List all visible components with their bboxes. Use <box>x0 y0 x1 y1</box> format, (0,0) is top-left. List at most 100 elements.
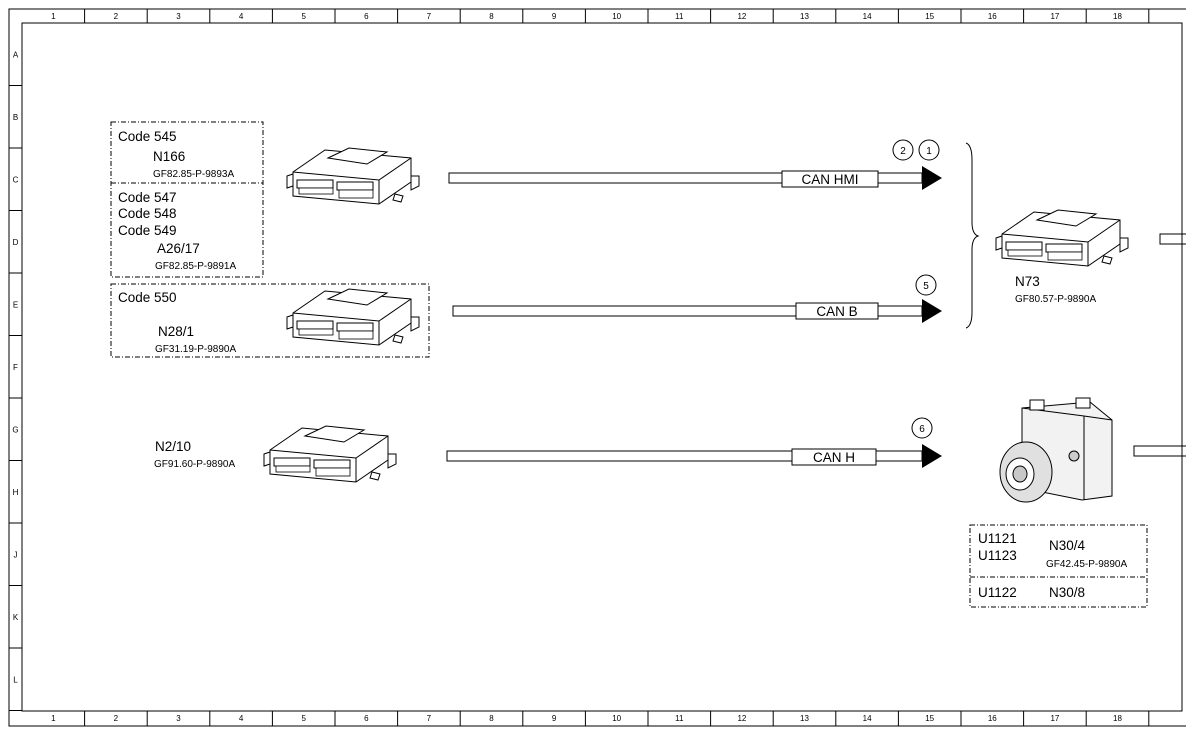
can-b-label: CAN B <box>816 304 857 319</box>
grouping-brace <box>965 142 980 329</box>
n73-ref: GF80.57-P-9890A <box>1015 294 1096 305</box>
column-label: 1 <box>51 714 56 723</box>
n28-ref: GF31.19-P-9890A <box>155 344 236 355</box>
column-label: 13 <box>800 12 809 21</box>
column-label: 15 <box>925 12 934 21</box>
column-ruler: 1122334455667788991010111112121313141415… <box>51 9 1150 726</box>
bus-can-h: CAN H 6 <box>446 417 942 468</box>
column-label: 8 <box>489 714 494 723</box>
column-label: 11 <box>675 714 684 723</box>
row-label: D <box>13 238 19 247</box>
column-label: 12 <box>737 714 746 723</box>
marker-number: 1 <box>926 146 932 157</box>
a26-name: A26/17 <box>157 241 200 256</box>
marker-circle <box>911 417 933 439</box>
n30-code-1: U1121 <box>978 531 1017 546</box>
column-label: 7 <box>427 714 432 723</box>
column-label: 3 <box>176 714 181 723</box>
can-h-label-box <box>791 448 877 466</box>
n30-4-name: N30/4 <box>1049 538 1086 553</box>
column-label: 1 <box>51 12 56 21</box>
can-h-label: CAN H <box>813 450 855 465</box>
column-label: 17 <box>1050 714 1059 723</box>
row-label: F <box>13 363 18 372</box>
ecu-n73-icon <box>995 209 1129 267</box>
bus-can-b: CAN B 5 <box>452 274 942 323</box>
can-hmi-label: CAN HMI <box>802 172 859 187</box>
group-box-n166-a26 <box>110 121 264 278</box>
n2-10-name: N2/10 <box>155 439 191 454</box>
row-label: J <box>14 550 18 559</box>
n30-8-name: N30/8 <box>1049 585 1085 600</box>
can-b-label-box <box>795 302 879 320</box>
a26-code-3: Code 549 <box>118 223 177 238</box>
column-label: 2 <box>114 714 119 723</box>
n28-name: N28/1 <box>158 324 194 339</box>
n30-4-ref: GF42.45-P-9890A <box>1046 559 1127 570</box>
bus-can-hmi: CAN HMI 2 1 <box>448 139 942 190</box>
column-label: 9 <box>552 12 557 21</box>
column-label: 7 <box>427 12 432 21</box>
row-label: E <box>13 300 18 309</box>
ecu-n2-10-icon <box>263 425 397 483</box>
group-box-n28 <box>110 283 430 358</box>
marker-number: 5 <box>923 281 929 292</box>
a26-code-2: Code 548 <box>118 206 177 221</box>
column-label: 5 <box>301 714 306 723</box>
column-label: 9 <box>552 714 557 723</box>
column-label: 2 <box>114 12 119 21</box>
marker-circle <box>918 139 940 161</box>
group-box-n30 <box>969 524 1148 608</box>
column-label: 10 <box>612 12 621 21</box>
can-hmi-label-box <box>781 170 879 188</box>
column-label: 6 <box>364 12 369 21</box>
marker-number: 2 <box>900 146 906 157</box>
n73-name: N73 <box>1015 274 1040 289</box>
a26-code-1: Code 547 <box>118 190 177 205</box>
column-label: 14 <box>863 12 872 21</box>
n2-10-ref: GF91.60-P-9890A <box>154 459 235 470</box>
n28-code: Code 550 <box>118 290 177 305</box>
column-label: 18 <box>1113 714 1122 723</box>
column-label: 13 <box>800 714 809 723</box>
column-label: 4 <box>239 714 244 723</box>
ecu-n166-icon <box>286 147 420 205</box>
marker-circle <box>892 139 914 161</box>
n30-code-3: U1122 <box>978 585 1017 600</box>
a26-ref: GF82.85-P-9891A <box>155 261 236 272</box>
column-label: 4 <box>239 12 244 21</box>
column-label: 18 <box>1113 12 1122 21</box>
outer-frame <box>8 8 1186 727</box>
row-label: G <box>12 425 18 434</box>
column-label: 10 <box>612 714 621 723</box>
column-label: 12 <box>737 12 746 21</box>
ecu-n28-icon <box>286 288 420 346</box>
row-label: K <box>13 613 19 622</box>
row-label: H <box>13 488 19 497</box>
marker-number: 6 <box>919 424 925 435</box>
n30-exit-line <box>1133 445 1186 457</box>
hydraulic-unit-icon <box>999 397 1113 503</box>
column-label: 16 <box>988 12 997 21</box>
n73-exit-line <box>1159 233 1186 245</box>
inner-frame <box>21 22 1183 712</box>
column-label: 11 <box>675 12 684 21</box>
column-label: 15 <box>925 714 934 723</box>
n30-code-2: U1123 <box>978 548 1017 563</box>
n166-ref: GF82.85-P-9893A <box>153 169 234 180</box>
column-label: 8 <box>489 12 494 21</box>
n166-code: Code 545 <box>118 129 177 144</box>
column-label: 17 <box>1050 12 1059 21</box>
row-label: L <box>13 675 18 684</box>
row-label: C <box>13 175 19 184</box>
column-label: 3 <box>176 12 181 21</box>
row-label: A <box>13 50 19 59</box>
n166-name: N166 <box>153 149 185 164</box>
column-label: 14 <box>863 714 872 723</box>
row-label: B <box>13 113 18 122</box>
marker-circle <box>915 274 937 296</box>
column-label: 16 <box>988 714 997 723</box>
row-ruler: A B C D E F G H J K L <box>9 50 22 711</box>
column-label: 6 <box>364 714 369 723</box>
